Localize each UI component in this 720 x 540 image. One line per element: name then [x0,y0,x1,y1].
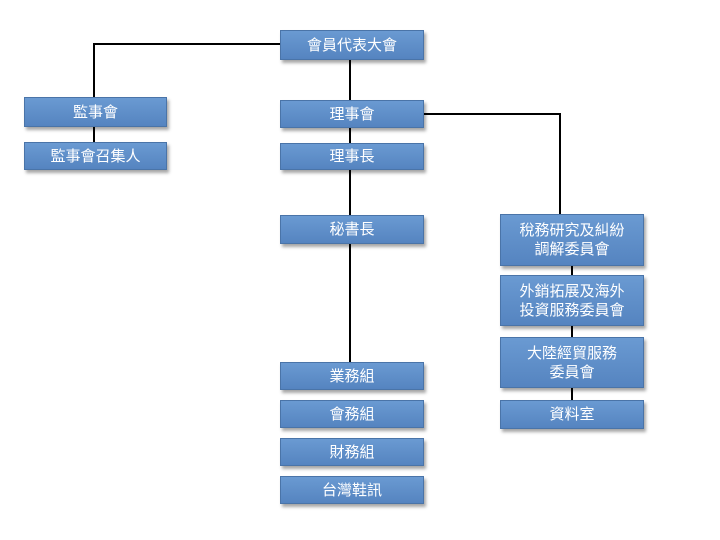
box-secretary-general: 秘書長 [280,215,424,244]
box-section-business-label: 業務組 [329,366,375,385]
box-supervisor-convener-label: 監事會召集人 [50,146,141,165]
box-section-business: 業務組 [280,362,424,390]
box-committee-export-investment: 外銷拓展及海外 投資服務委員會 [500,275,644,326]
box-supervisors: 監事會 [24,97,167,127]
box-section-affairs-label: 會務組 [329,404,375,423]
box-supervisor-convener: 監事會召集人 [24,142,167,170]
box-committee-tax-dispute-line2: 調解委員會 [534,240,610,258]
box-section-finance: 財務組 [280,438,424,466]
box-general-assembly: 會員代表大會 [280,30,424,60]
box-committee-export-investment-line2: 投資服務委員會 [519,300,625,319]
box-committee-mainland-trade-line1: 大陸經貿服務 [526,343,617,362]
box-chairman-label: 理事長 [329,147,375,165]
box-data-room: 資料室 [500,400,644,429]
box-committee-mainland-trade: 大陸經貿服務 委員會 [500,337,644,388]
box-secretary-general-label: 秘書長 [329,220,375,238]
box-section-finance-label: 財務組 [329,442,375,461]
box-chairman: 理事長 [280,143,424,170]
box-section-taiwan-footwear-news-label: 台灣鞋訊 [321,480,382,499]
box-committee-mainland-trade-line2: 委員會 [549,362,595,381]
box-committee-tax-dispute-line1: 稅務研究及糾紛 [519,221,625,239]
box-directors: 理事會 [280,100,424,128]
box-committee-tax-dispute: 稅務研究及糾紛 調解委員會 [500,214,644,266]
connector-directors-to-committees [424,113,561,214]
box-directors-label: 理事會 [329,104,375,123]
box-data-room-label: 資料室 [549,405,595,423]
box-committee-export-investment-line1: 外銷拓展及海外 [519,281,625,300]
box-supervisors-label: 監事會 [72,102,118,121]
connector-top-to-supervisors [93,43,280,97]
box-general-assembly-label: 會員代表大會 [306,35,397,54]
box-section-affairs: 會務組 [280,400,424,428]
box-section-taiwan-footwear-news: 台灣鞋訊 [280,476,424,504]
